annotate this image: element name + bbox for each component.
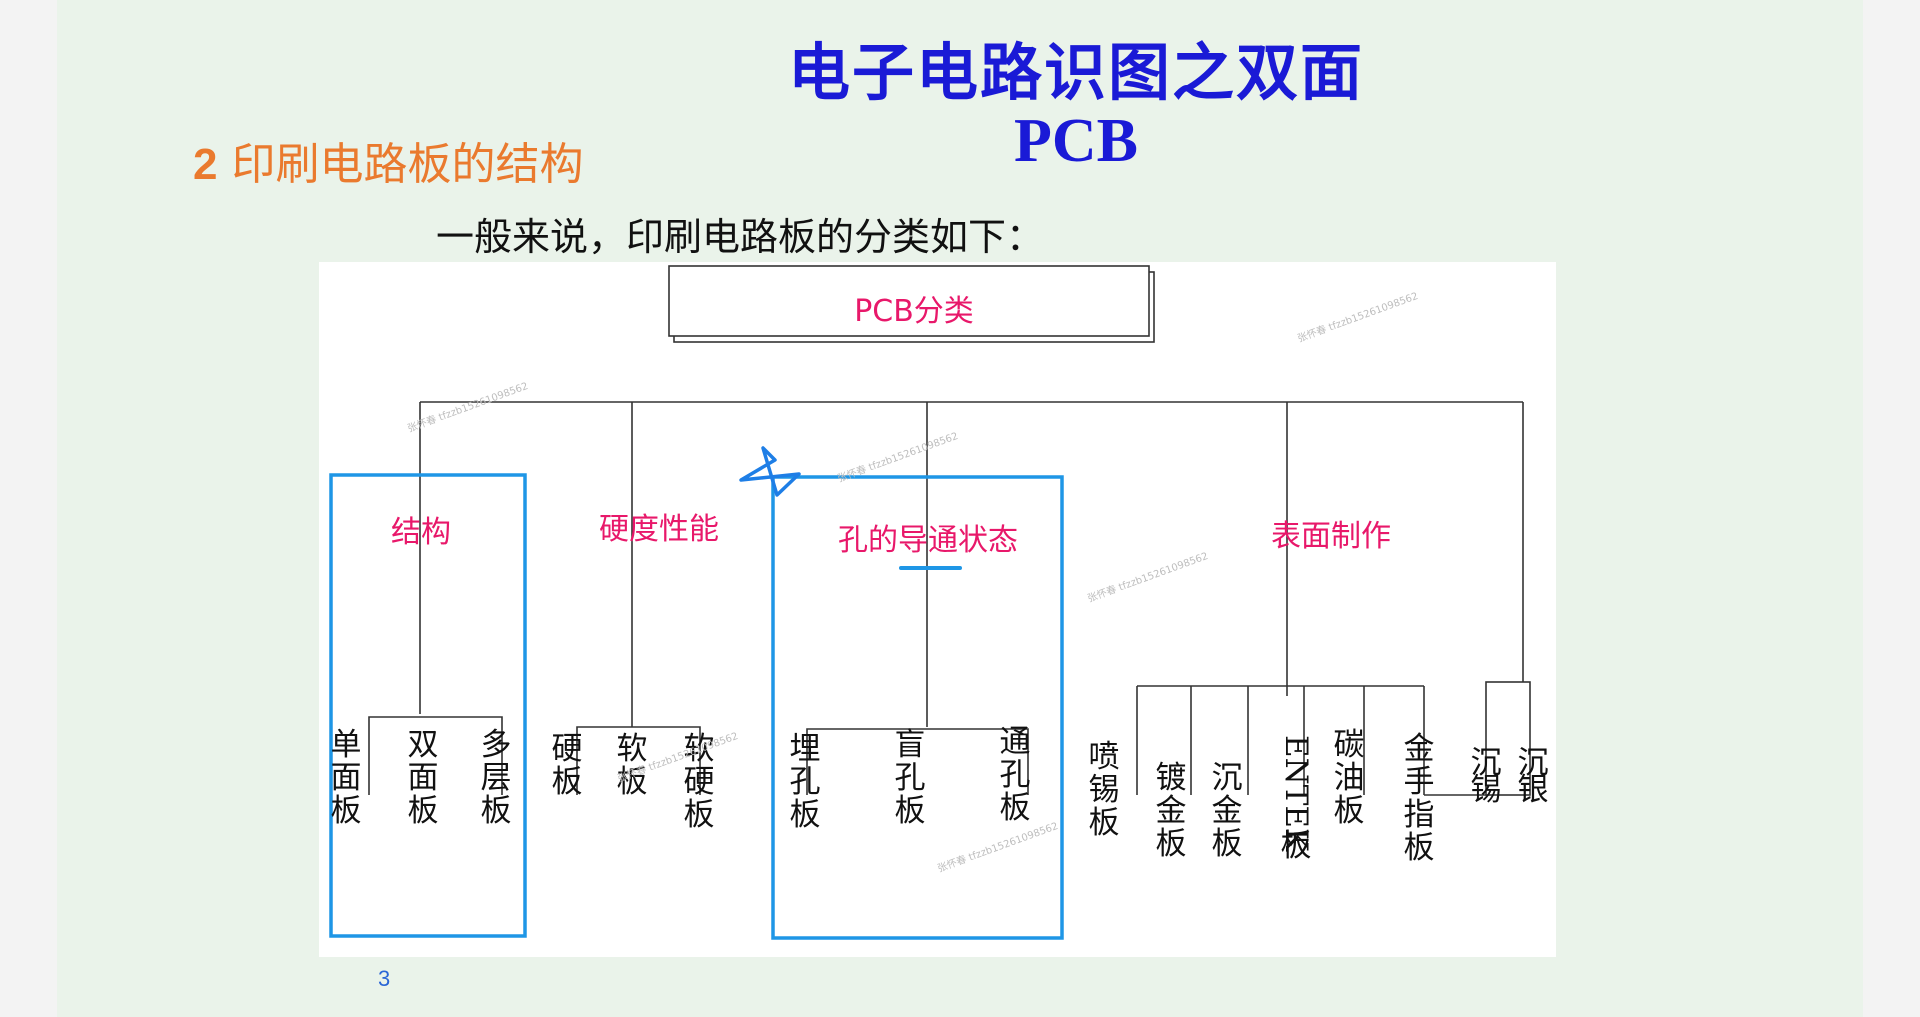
root-label: PCB分类 (854, 294, 974, 329)
section-heading: 2 印刷电路板的结构 (193, 128, 583, 192)
category-label-surface: 表面制作 (1271, 519, 1391, 554)
hole-bracket (806, 728, 1029, 795)
leaf-label: 盲孔板 (895, 727, 926, 829)
leaf-label: 沉锡 (1471, 745, 1502, 808)
tree-lines (368, 265, 1531, 796)
leaf-label: 通孔板 (1000, 724, 1031, 826)
structure-bracket (368, 716, 503, 795)
leaf-label: 沉银 (1518, 745, 1549, 808)
highlight-box-structure (329, 473, 527, 938)
watermark: 张怀春 tfzzb15261098562 (936, 820, 1060, 875)
classification-tree-diagram: PCB分类 结构 硬度性能 孔的导通状态 表面制作 单面板 双面板 多层板 硬板软板软… (245, 265, 1549, 940)
section-number: 2 (193, 140, 218, 189)
watermark: 张怀春 tfzzb15261098562 (406, 380, 530, 435)
leaf-label: 硬板 (552, 731, 583, 800)
slide-title-line1: 电子电路识图之双面 (787, 36, 1364, 109)
watermark: 张怀春 tfzzb15261098562 (1296, 290, 1420, 345)
surface-right-box (1485, 681, 1531, 796)
hardness-bracket (576, 726, 701, 795)
leaf-label: 软硬板 (684, 731, 715, 833)
leaf-label: 双面板 (408, 727, 439, 829)
leaf-label: 金手指板 (1404, 731, 1435, 866)
page-number: 3 (378, 966, 391, 991)
pcb-classification-figure: PCB分类 结构 硬度性能 孔的导通状态 表面制作 单面板 双面板 多层板 硬板软板软… (245, 262, 1556, 957)
leaf-label: 喷锡板 (1089, 739, 1120, 841)
leaf-label-latin: ENTEK (1278, 735, 1314, 852)
leaf-label: 碳油板 (1334, 727, 1365, 829)
category-label-hole: 孔的导通状态 (838, 523, 1018, 558)
leaf-label: 板 (1281, 828, 1312, 864)
section-title: 印刷电路板的结构 (231, 139, 584, 190)
leaf-label: 单面板 (331, 727, 362, 829)
leaf-label: 软板 (617, 731, 648, 800)
category-label-hardness: 硬度性能 (599, 512, 719, 547)
leaf-label: 多层板 (481, 727, 512, 829)
category-label-structure: 结构 (391, 515, 451, 550)
leaf-label: 埋孔板 (790, 731, 821, 833)
intro-text: 一般来说，印刷电路板的分类如下： (436, 215, 1045, 259)
leaf-label: 沉金板 (1212, 760, 1243, 862)
root-box-inner (668, 265, 1150, 337)
leaf-label: 镀金板 (1156, 760, 1187, 862)
watermark: 张怀春 tfzzb15261098562 (1086, 550, 1210, 605)
slide-title-line2: PCB (1014, 107, 1138, 175)
highlight-box-hole (771, 475, 1064, 940)
star-mark-icon (739, 446, 801, 497)
